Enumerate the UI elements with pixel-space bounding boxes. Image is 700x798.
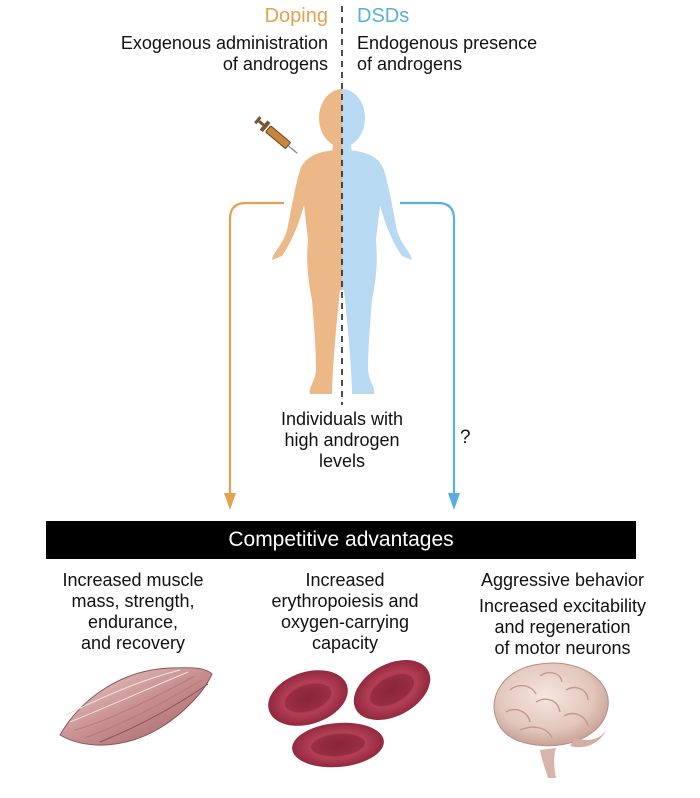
center-label-line3: levels <box>318 451 366 471</box>
question-mark: ? <box>460 427 471 448</box>
dsds-description: Endogenous presence of androgens <box>357 33 637 75</box>
brain-advantage-line: of motor neurons <box>494 638 631 658</box>
blood-advantage-line: Increased <box>305 570 385 590</box>
brain-advantage: Aggressive behavior Increased excitabili… <box>455 570 670 659</box>
muscle-advantage-line: and recovery <box>80 633 186 653</box>
doping-description-line2: of androgens <box>222 54 328 74</box>
doping-heading: Doping <box>264 5 328 27</box>
dsds-heading: DSDs <box>357 5 410 27</box>
muscle-icon <box>59 667 213 746</box>
brain-advantage-line: Increased excitability <box>478 596 647 616</box>
blood-advantage-line: oxygen-carrying <box>280 612 410 632</box>
muscle-advantage-line: mass, strength, <box>71 591 195 611</box>
dsds-description-line2: of androgens <box>357 54 463 74</box>
brain-advantage-line: and regeneration <box>494 617 631 637</box>
red-blood-cell-icon <box>268 660 431 768</box>
dsds-arrow <box>400 201 460 510</box>
brain-icon <box>493 662 609 778</box>
center-label: Individuals with high androgen levels <box>252 409 432 472</box>
blood-advantage-line: erythropoiesis and <box>271 591 419 611</box>
muscle-advantage-line: endurance, <box>87 612 179 632</box>
center-label-line2: high androgen <box>284 430 400 450</box>
center-label-line1: Individuals with <box>280 409 404 429</box>
doping-arrow <box>224 201 284 510</box>
brain-advantage-line: Aggressive behavior <box>480 570 645 590</box>
blood-advantage: Increased erythropoiesis and oxygen-carr… <box>240 570 450 654</box>
human-figure-icon <box>272 89 412 394</box>
syringe-icon <box>254 116 298 154</box>
doping-description-line1: Exogenous administration <box>120 33 328 53</box>
competitive-advantages-banner: Competitive advantages <box>46 521 636 559</box>
blood-advantage-line: capacity <box>311 633 379 653</box>
muscle-advantage-line: Increased muscle <box>62 570 204 590</box>
dsds-description-line1: Endogenous presence <box>357 33 538 53</box>
muscle-advantage: Increased muscle mass, strength, enduran… <box>28 570 238 654</box>
doping-description: Exogenous administration of androgens <box>60 33 328 75</box>
